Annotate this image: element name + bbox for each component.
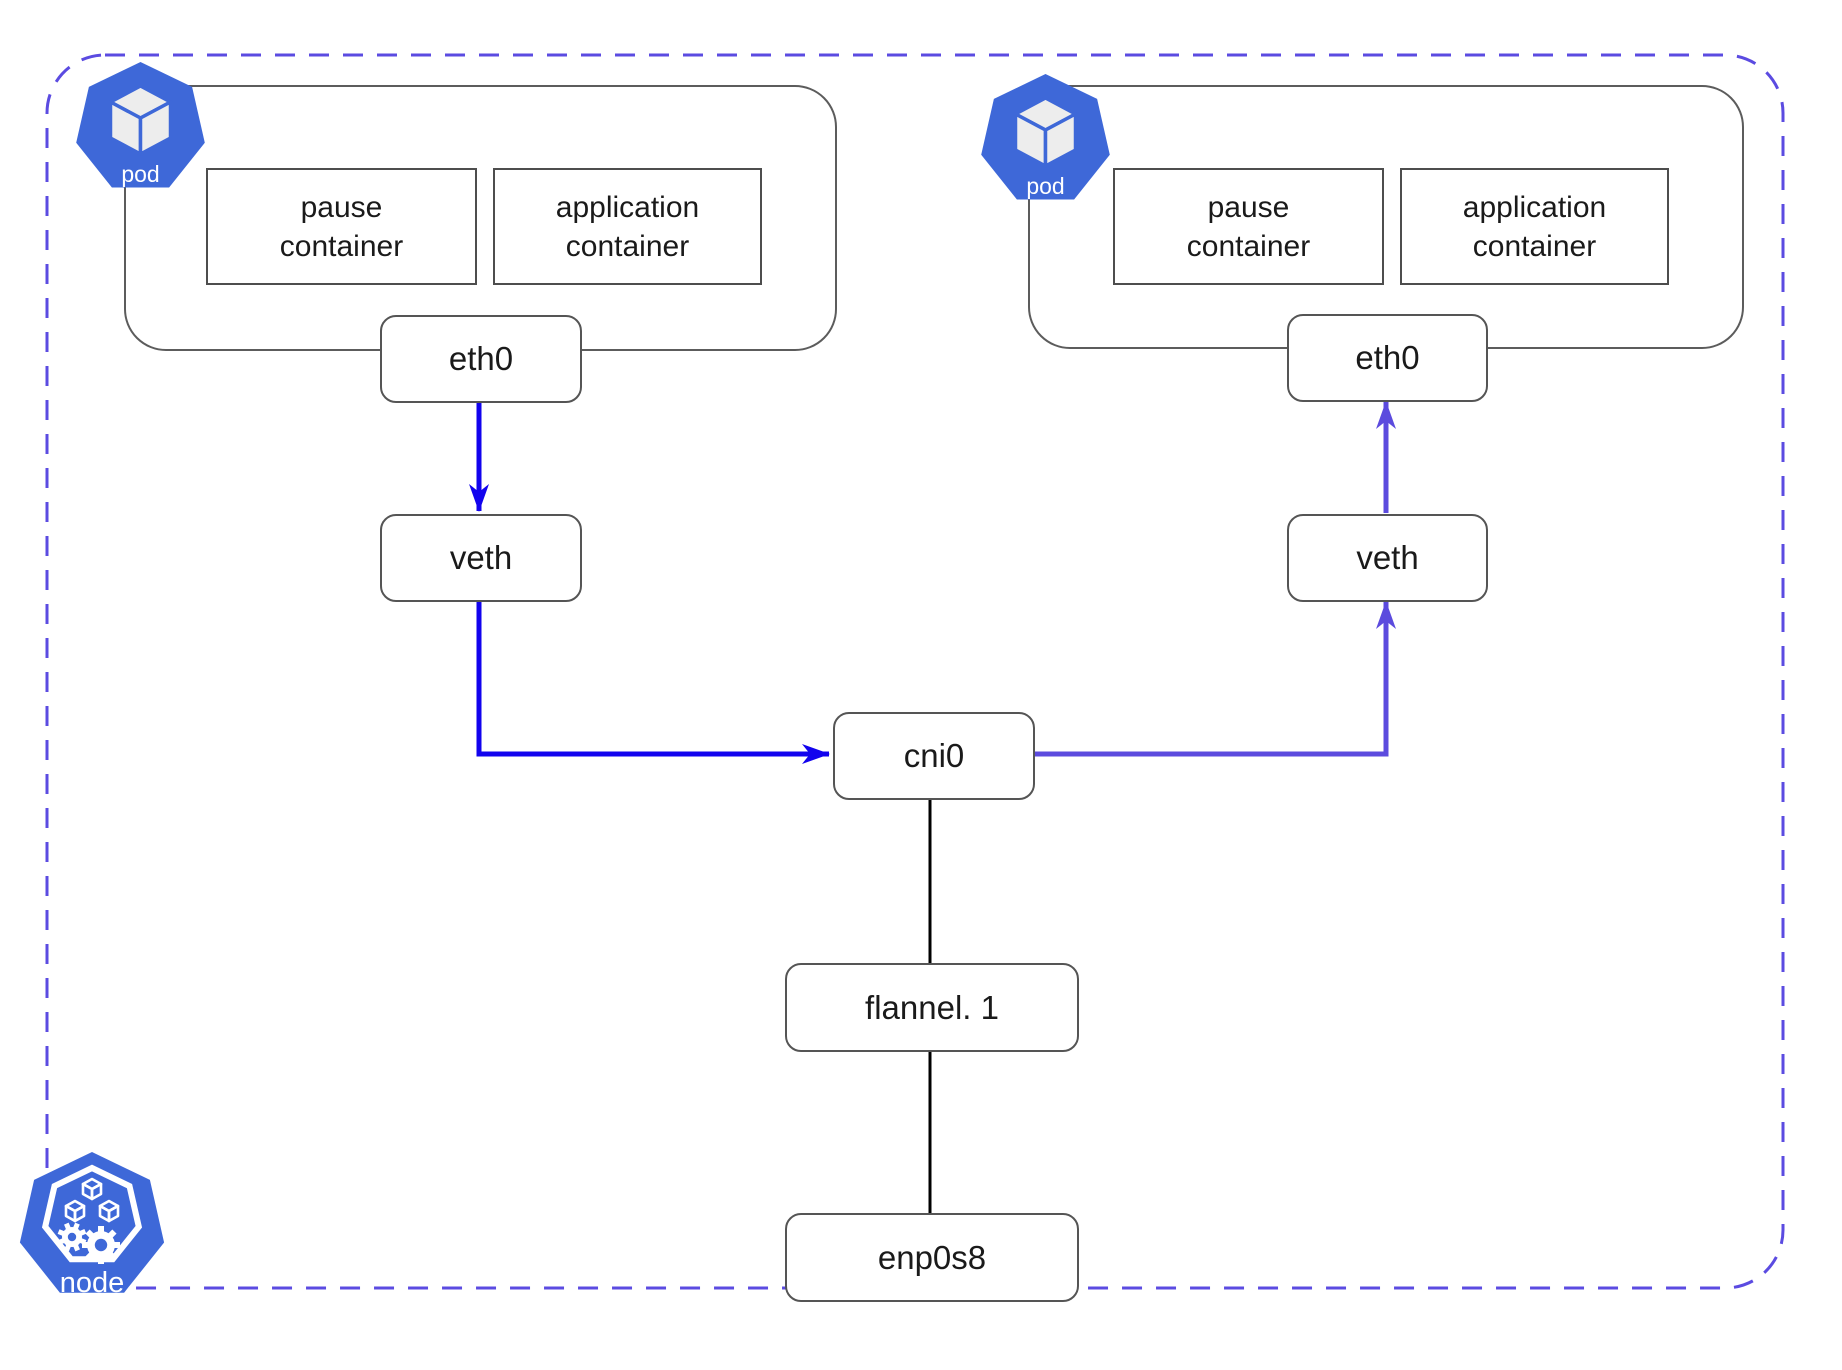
node-icon: node: [19, 1152, 165, 1299]
cni0-bridge: cni0: [833, 712, 1035, 800]
cube-icon: [108, 84, 173, 156]
veth-left: veth: [380, 514, 582, 602]
pod-icon: pod: [981, 74, 1110, 200]
node-icon-label: node: [60, 1267, 125, 1299]
pod-icon-label: pod: [1026, 173, 1064, 199]
veth-right: veth: [1287, 514, 1488, 602]
pod-icon: pod: [76, 62, 205, 188]
mini-cubes-icon: [64, 1177, 120, 1223]
application-container-left: application container: [493, 168, 762, 285]
eth0-right: eth0: [1287, 314, 1488, 402]
inner-heptagon: [41, 1164, 143, 1263]
enp0s8-interface: enp0s8: [785, 1213, 1079, 1302]
pause-container-right: pause container: [1113, 168, 1384, 285]
purple-arrow-cni0-to-veth: [1031, 601, 1396, 757]
blue-arrow-veth-to-cni0: [476, 598, 830, 764]
gears-icon: [57, 1222, 120, 1264]
flannel-interface: flannel. 1: [785, 963, 1079, 1052]
pause-container-left: pause container: [206, 168, 477, 285]
pod-icon-label: pod: [121, 161, 159, 187]
eth0-left: eth0: [380, 315, 582, 403]
cube-icon: [1013, 96, 1078, 168]
application-container-right: application container: [1400, 168, 1669, 285]
